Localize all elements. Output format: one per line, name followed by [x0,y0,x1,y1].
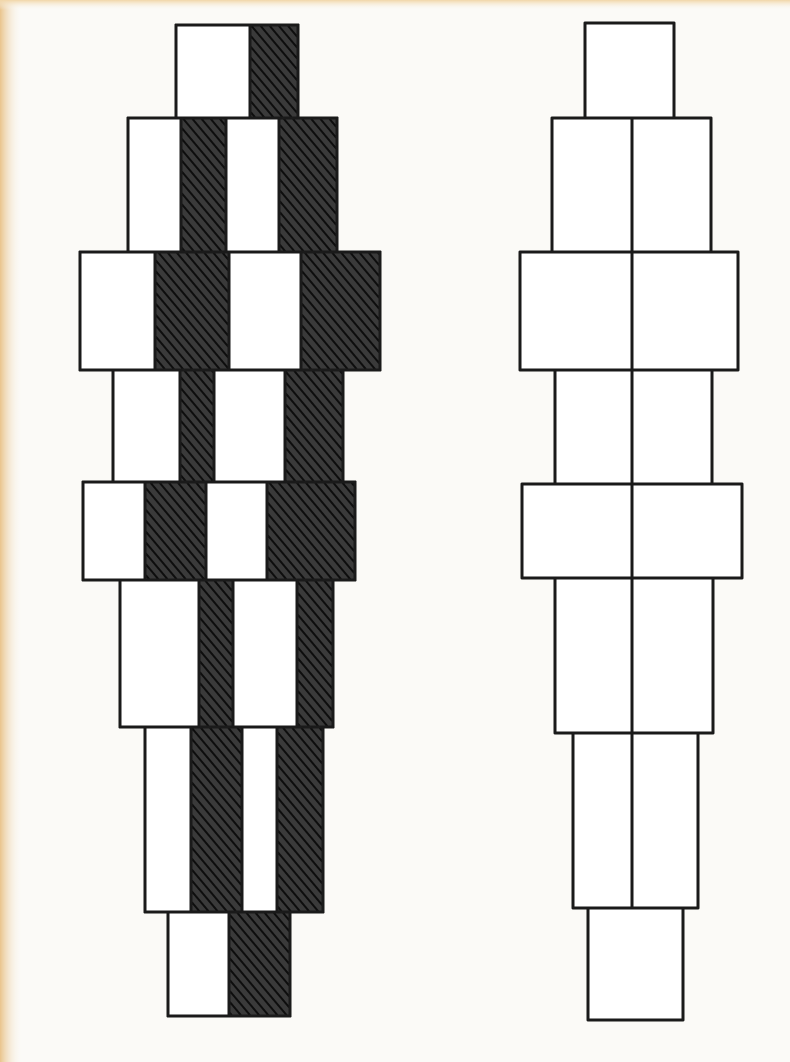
top-edge-glow [0,0,790,10]
block-outline [573,733,698,908]
outline-block-row [588,908,683,1020]
outline-block-row [552,118,711,252]
hatched-block-row [80,252,380,370]
outline-block-row [585,23,674,118]
hatched-stripe [277,727,323,912]
outline-block-row [555,578,713,733]
block-outline [520,252,738,370]
hatched-stripe [155,252,229,370]
hatched-stripe [297,580,333,727]
block-outline [555,578,713,733]
hatched-stripe [301,252,380,370]
hatched-block-row [176,25,298,118]
outline-block-row [573,733,698,908]
hatched-block-row [128,118,337,252]
hatched-stripe [229,912,290,1016]
hatched-stripe [191,727,242,912]
outline-block-row [520,252,738,370]
hatched-stripe [279,118,337,252]
hatched-block-row [83,482,355,580]
hatched-stripe [267,482,355,580]
hatched-stripe [145,482,206,580]
hatched-stripe [199,580,233,727]
hatched-block-row [145,727,323,912]
left-edge-glow [0,0,22,1062]
hatched-stripe [285,370,343,482]
hatched-stripe [181,118,226,252]
hatched-stripe [180,370,214,482]
hatched-block-row [168,912,290,1016]
outline-block-row [555,370,712,484]
outline-block-row [522,484,742,578]
hatched-block-row [120,580,333,727]
hatched-block-row [113,370,343,482]
hatched-stripe [250,25,298,118]
block-outline [585,23,674,118]
block-outline [588,908,683,1020]
